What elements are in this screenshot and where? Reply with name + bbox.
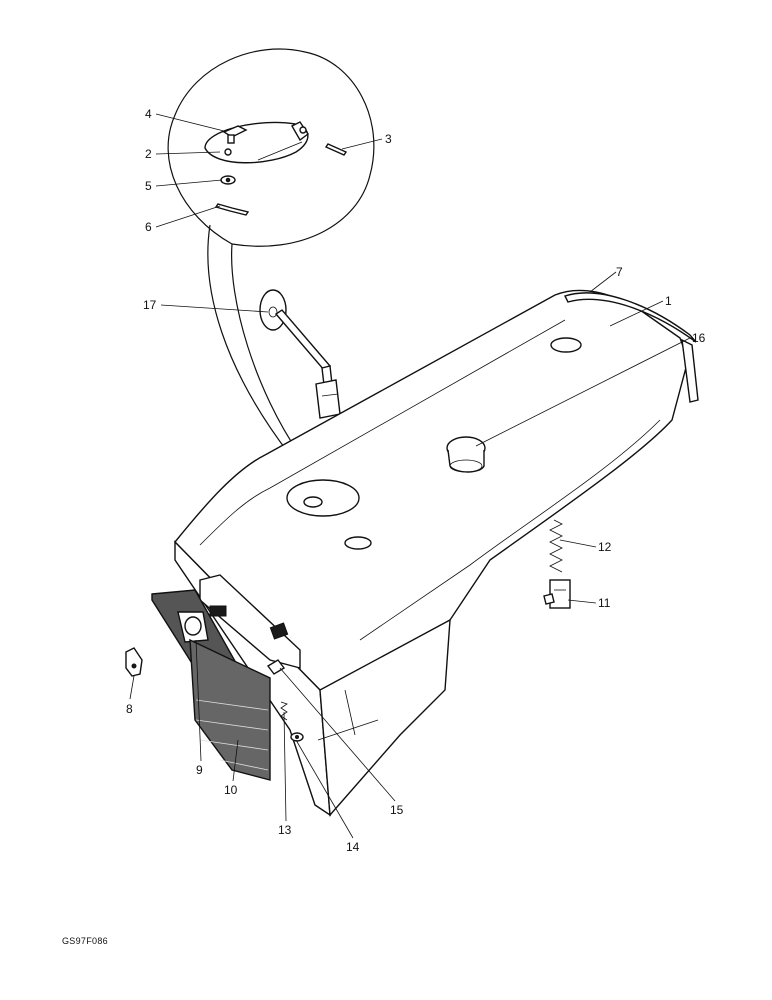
callout-10: 10: [224, 783, 238, 797]
callout-15: 15: [390, 803, 404, 817]
callout-labels: 4 2 3 5 6 17 7 1 16 12 11 8 9 10 13 14 1…: [126, 107, 706, 854]
fasteners: [266, 659, 304, 742]
callout-11: 11: [598, 596, 611, 610]
callout-3: 3: [385, 132, 392, 146]
callout-14: 14: [346, 840, 360, 854]
callout-5: 5: [145, 179, 152, 193]
clip-part: [214, 203, 250, 216]
callout-4: 4: [145, 107, 152, 121]
callout-2: 2: [145, 147, 152, 161]
cap-plate: [204, 121, 309, 164]
drawing-code: GS97F086: [62, 936, 108, 946]
callout-1: 1: [665, 294, 672, 308]
callout-13: 13: [278, 823, 292, 837]
mirror-assembly: [259, 289, 341, 419]
callout-16: 16: [692, 331, 706, 345]
front-grille: [151, 589, 271, 781]
callout-8: 8: [126, 702, 133, 716]
callout-7: 7: [616, 265, 623, 279]
detail-inset: [167, 48, 375, 456]
callout-6: 6: [145, 220, 152, 234]
callout-17: 17: [143, 298, 157, 312]
callout-12: 12: [598, 540, 612, 554]
callout-9: 9: [196, 763, 203, 777]
bonnet-hood: [174, 289, 699, 817]
leader-lines: [129, 113, 691, 839]
catch-assembly: [543, 519, 571, 609]
pin-part: [324, 143, 348, 156]
bracket-part: [125, 647, 143, 677]
